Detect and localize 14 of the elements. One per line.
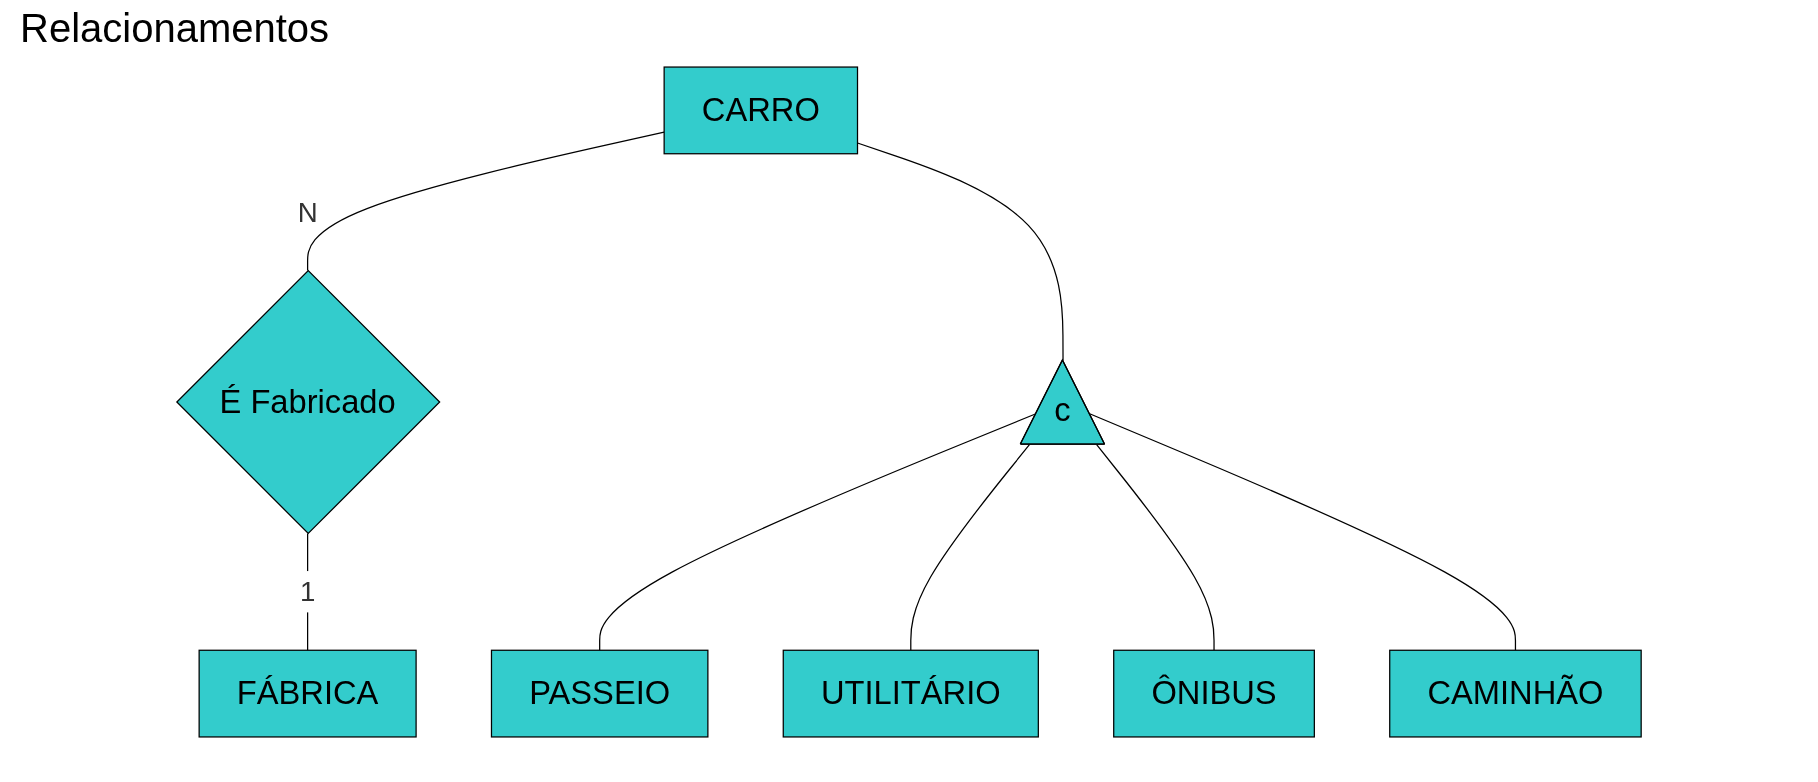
connector [1096, 444, 1215, 651]
node-box: UTILITÁRIO [782, 649, 1039, 738]
node-box: CAMINHÃO [1389, 649, 1642, 738]
node-diamond: É Fabricado [175, 269, 441, 535]
title: Relacionamentos [20, 6, 331, 51]
connector [307, 131, 665, 272]
connector [910, 444, 1031, 651]
connector [1089, 413, 1517, 651]
edge-label: 1 [299, 576, 316, 608]
node-box: FÁBRICA [198, 649, 417, 738]
node-box: PASSEIO [490, 649, 709, 738]
edge-label: N [297, 196, 318, 228]
node-box: CARRO [663, 66, 859, 155]
node-box: ÔNIBUS [1113, 649, 1315, 738]
